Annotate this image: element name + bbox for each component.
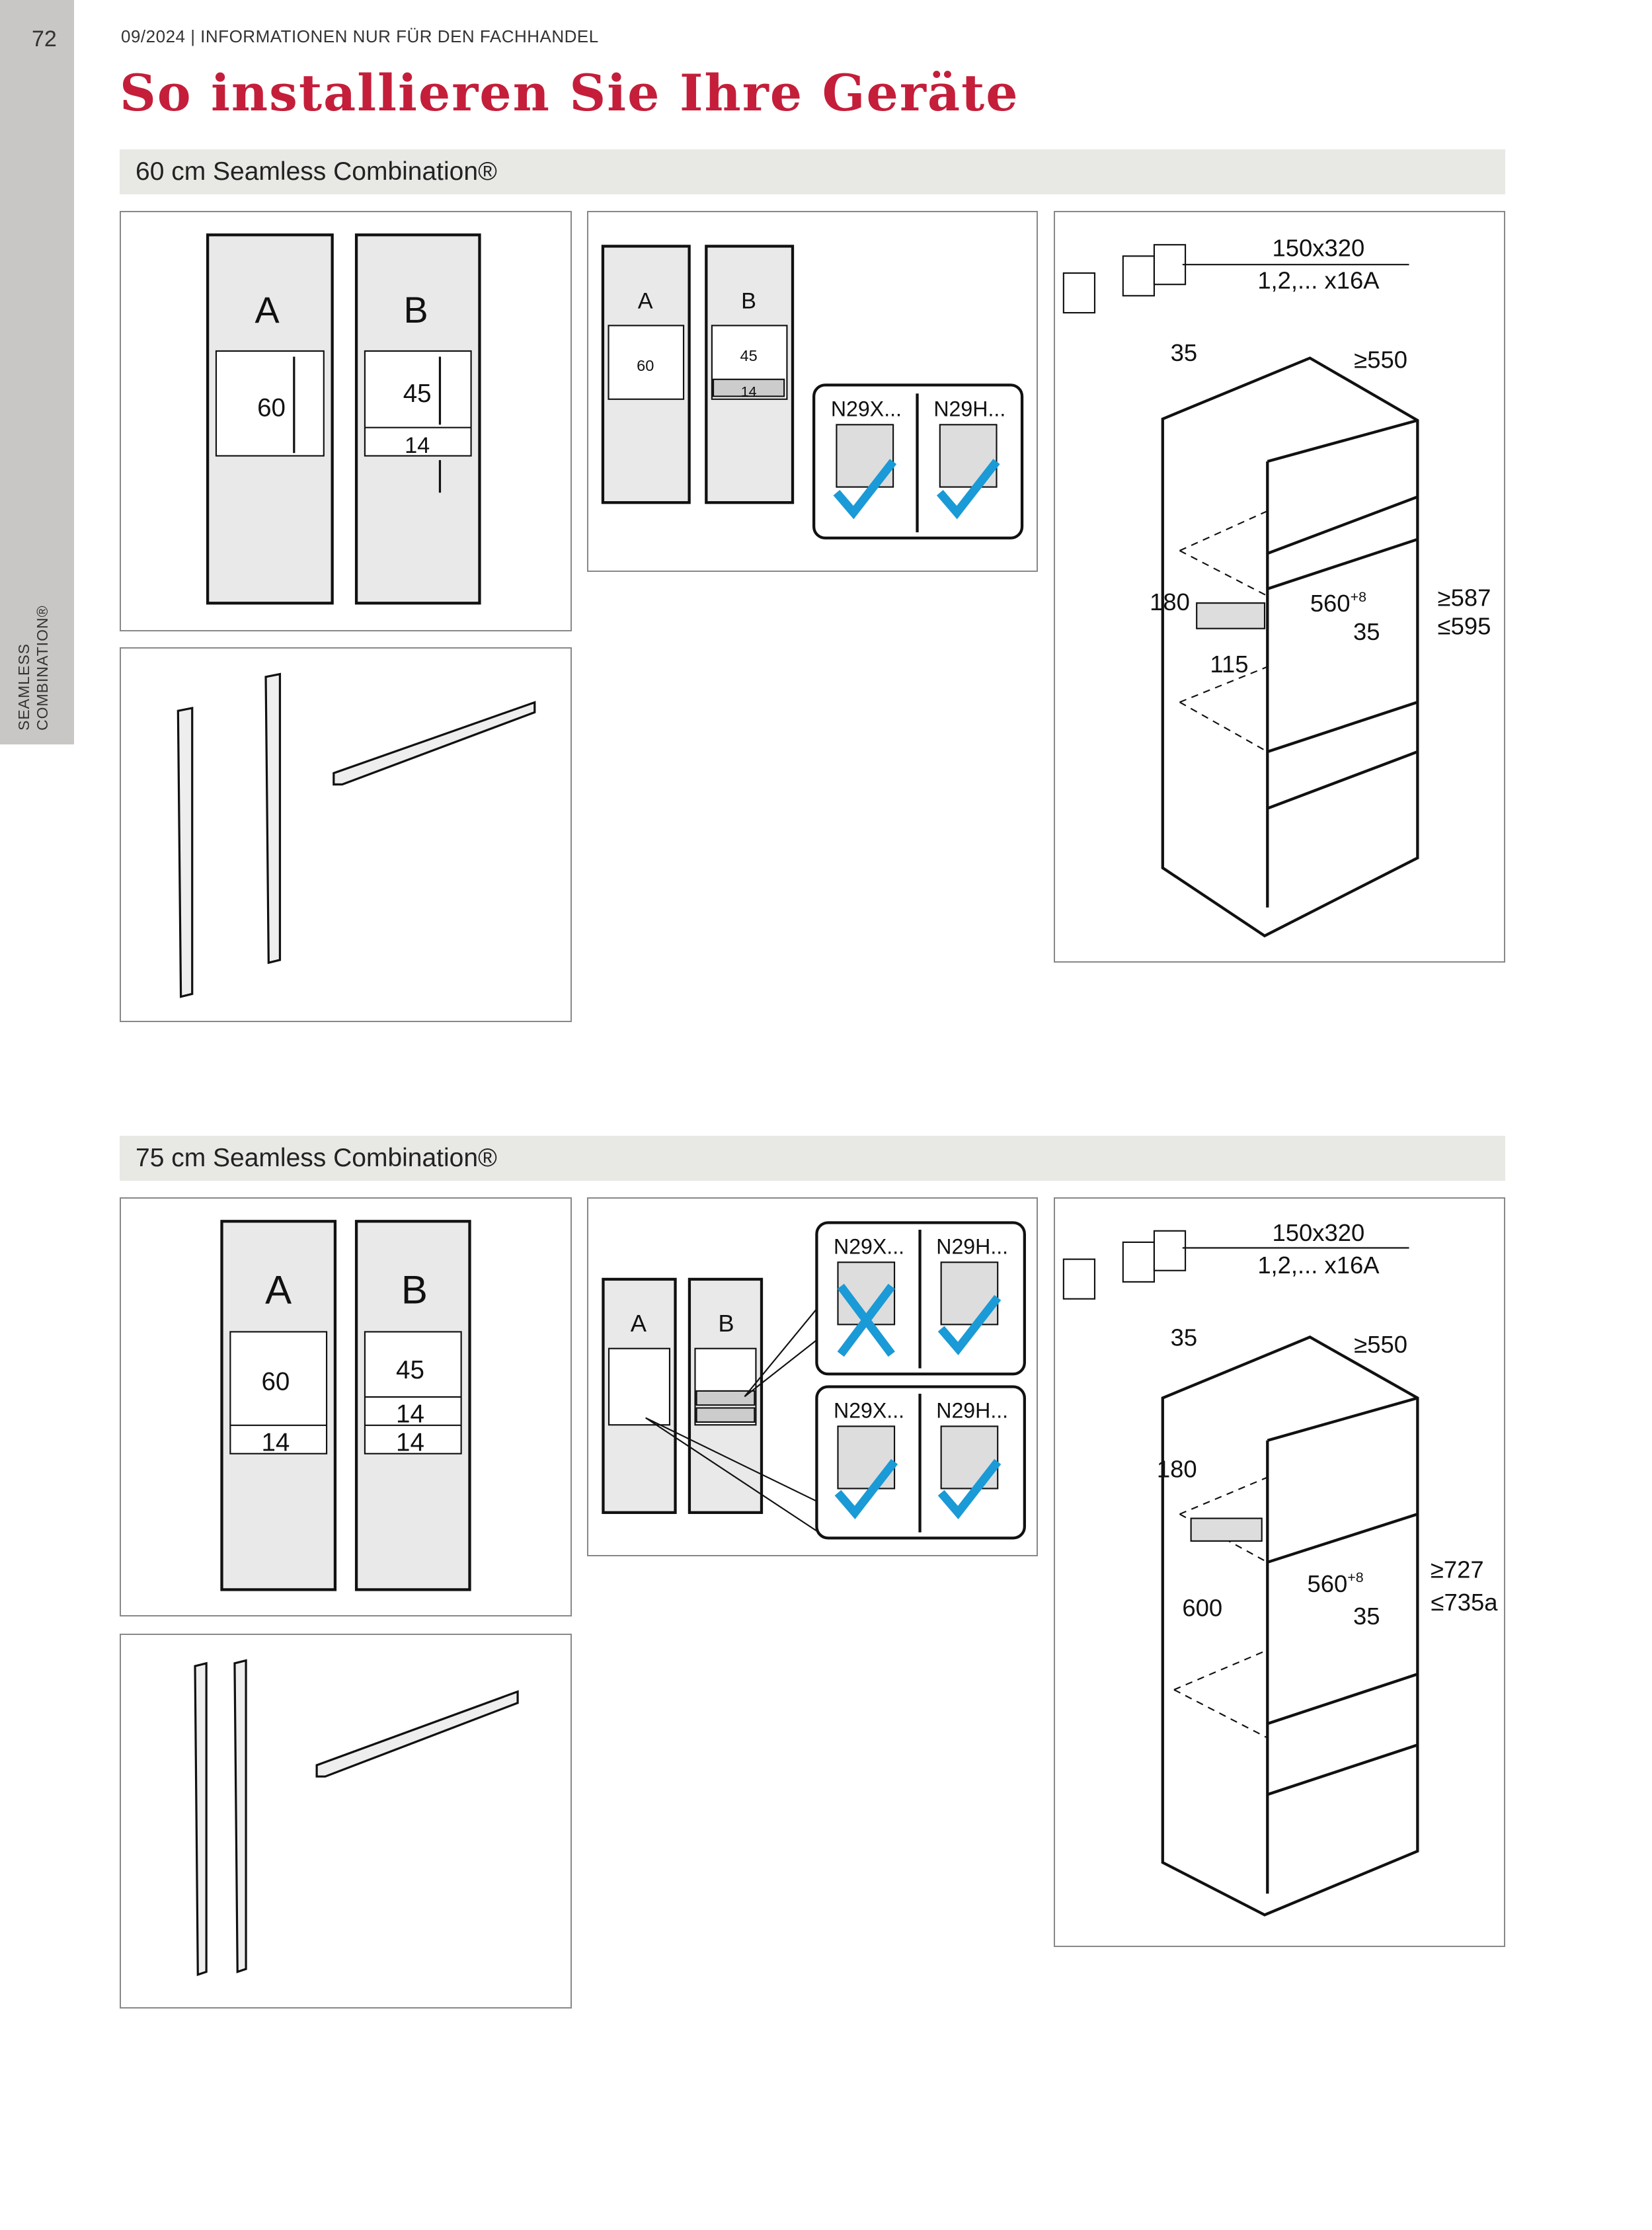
- dimension-drawer: 14: [741, 383, 757, 399]
- label-a: A: [638, 289, 653, 314]
- label-a: A: [265, 1268, 292, 1312]
- trim-drawing: [194, 1659, 519, 1976]
- dimension-inner-width: 560+8: [1310, 589, 1366, 617]
- socket-size: 150x320: [1273, 1219, 1365, 1246]
- sidebar-strip: [0, 0, 74, 744]
- sidebar-label-line: SEAMLESS: [15, 643, 32, 731]
- dimension-height-max: ≤595: [1438, 612, 1491, 639]
- check-icon: [834, 1458, 898, 1519]
- trim-strip: [264, 672, 282, 965]
- check-icon: [936, 459, 1000, 520]
- hob-label: N29X...: [834, 1234, 904, 1258]
- compat-drawing: A B N29X... N29H... N29X... N29H...: [602, 1221, 1026, 1540]
- label-b: B: [741, 289, 756, 314]
- niche-drawing: A B 60 14 45 14 14: [220, 1220, 471, 1591]
- niche-diagram-60cm: A B 60 45 14: [120, 211, 572, 631]
- dimension-vent-height: 600: [1182, 1594, 1222, 1621]
- niche-drawing: A B 60 45 14: [206, 233, 481, 605]
- dimension-depth-gap: 35: [1171, 339, 1198, 366]
- dimension-vent: 180: [1150, 588, 1190, 616]
- page-header: 09/2024 | INFORMATIONEN NUR FÜR DEN FACH…: [121, 26, 599, 46]
- dimension-rear-gap: 35: [1353, 1603, 1380, 1630]
- hob-compatibility-75cm: A B N29X... N29H... N29X... N29H...: [587, 1197, 1038, 1556]
- dimension-drawer: 14: [396, 1400, 424, 1429]
- check-icon: [937, 1458, 1002, 1519]
- sidebar-label-line: COMBINATION®: [34, 605, 51, 731]
- hob-label: N29H...: [933, 397, 1005, 420]
- dimension-height-min: ≥727: [1431, 1556, 1484, 1583]
- page-number: 72: [32, 26, 57, 52]
- check-icon: [833, 459, 897, 520]
- hob-label: N29H...: [936, 1234, 1008, 1258]
- dimension-rear-gap: 35: [1353, 618, 1380, 645]
- cabinet-diagram-60cm: 150x320 1,2,... x16A 35 ≥550 180 560+8 3…: [1054, 211, 1505, 963]
- label-b: B: [403, 290, 428, 331]
- dimension-b: 45: [403, 379, 432, 408]
- dimension-drawer: 14: [396, 1428, 424, 1456]
- dimension-width: ≥550: [1354, 346, 1407, 374]
- trim-drawing: [177, 672, 536, 998]
- dimension-a: 60: [257, 394, 286, 422]
- dimension-vent-height: 115: [1210, 651, 1248, 678]
- cabinet-diagram-75cm: 150x320 1,2,... x16A 35 ≥550 180 560+8 3…: [1054, 1197, 1505, 1947]
- cross-icon: [837, 1283, 895, 1357]
- check-icon: [937, 1294, 1002, 1355]
- hob-compatibility-60cm: A B 60 45 14 N29X... N29H...: [587, 211, 1038, 572]
- trim-strips-75cm: [120, 1634, 572, 2009]
- dimension-drawer: 14: [261, 1428, 290, 1456]
- trim-strip: [233, 1659, 247, 1973]
- dimension-height-min: ≥587: [1438, 584, 1491, 611]
- trim-strips-60cm: [120, 647, 572, 1022]
- niche-diagram-75cm: A B 60 14 45 14 14: [120, 1197, 572, 1616]
- socket-spec: 1,2,... x16A: [1257, 267, 1380, 294]
- dimension-depth-gap: 35: [1171, 1324, 1198, 1351]
- cabinet-drawing: 150x320 1,2,... x16A 35 ≥550 180 560+8 3…: [1062, 1219, 1499, 1917]
- compat-drawing: A B 60 45 14 N29X... N29H...: [601, 245, 1024, 539]
- cabinet-drawing: 150x320 1,2,... x16A 35 ≥550 180 560+8 3…: [1062, 234, 1491, 937]
- label-a: A: [255, 290, 280, 331]
- handle-bar: [315, 1690, 519, 1778]
- dimension-a: 60: [261, 1367, 290, 1396]
- section-heading-60cm: 60 cm Seamless Combination®: [120, 149, 1505, 194]
- dimension-height-max: ≤735a: [1431, 1589, 1499, 1616]
- hob-label: N29X...: [831, 397, 902, 420]
- socket-size: 150x320: [1273, 234, 1365, 261]
- page-title: So installieren Sie Ihre Geräte: [120, 63, 1019, 122]
- label-b: B: [718, 1310, 734, 1337]
- socket-spec: 1,2,... x16A: [1257, 1252, 1380, 1279]
- trim-strip: [177, 706, 194, 998]
- hob-label: N29X...: [834, 1399, 904, 1423]
- dimension-vent: 180: [1157, 1455, 1197, 1482]
- dimension-b: 45: [740, 347, 757, 364]
- dimension-b: 45: [396, 1356, 424, 1384]
- dimension-inner-width: 560+8: [1308, 1570, 1364, 1597]
- dimension-a: 60: [637, 357, 654, 374]
- dimension-width: ≥550: [1354, 1331, 1407, 1358]
- trim-strip: [194, 1661, 208, 1976]
- hob-label: N29H...: [936, 1399, 1008, 1423]
- label-a: A: [631, 1310, 647, 1337]
- label-b: B: [401, 1268, 428, 1312]
- dimension-drawer: 14: [405, 433, 430, 458]
- handle-bar: [333, 701, 536, 786]
- section-heading-75cm: 75 cm Seamless Combination®: [120, 1136, 1505, 1181]
